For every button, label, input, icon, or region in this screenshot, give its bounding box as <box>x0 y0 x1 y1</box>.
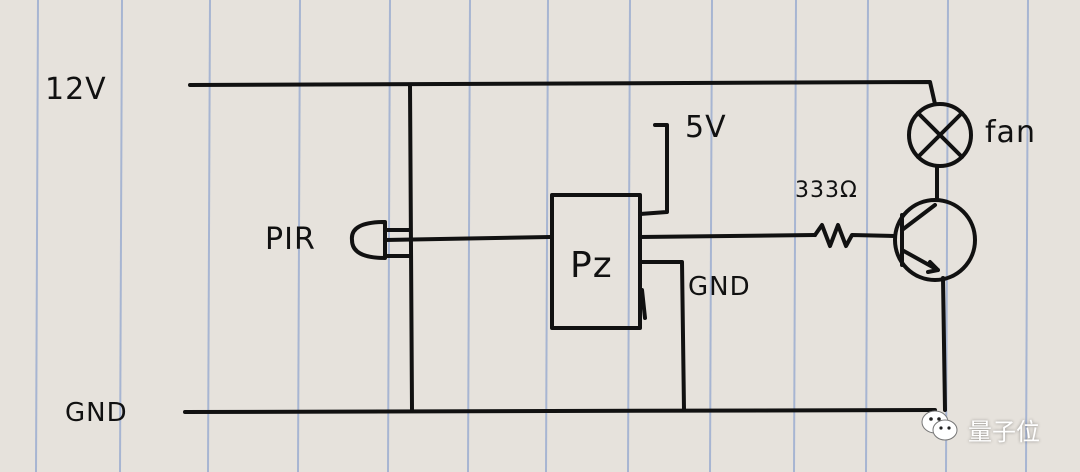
label-12v: 12V <box>45 72 107 107</box>
pir-sensor <box>349 220 387 260</box>
wire-pir-signal <box>383 235 552 242</box>
wire-output <box>638 233 817 239</box>
label-fan: fan <box>985 115 1036 150</box>
rail-12v <box>188 80 937 106</box>
fan-x <box>916 111 964 159</box>
wire-pz-gnd <box>638 260 686 412</box>
label-resistor: 333Ω <box>795 178 858 203</box>
watermark: 量子位 <box>920 408 1040 451</box>
rail-gnd <box>183 408 937 414</box>
transistor <box>893 198 977 282</box>
label-gnd-mid: GND <box>688 272 751 302</box>
wire-left-vertical <box>408 83 414 412</box>
label-gnd-left: GND <box>65 398 128 428</box>
wire-5v <box>638 123 669 216</box>
transistor-base <box>900 203 940 274</box>
label-pz: Pz <box>570 245 613 286</box>
paper-rules <box>35 0 1029 472</box>
label-pir: PIR <box>265 222 316 257</box>
watermark-text: 量子位 <box>968 419 1040 446</box>
wire-emitter <box>941 276 947 412</box>
fan <box>907 102 973 168</box>
resistor <box>813 223 897 248</box>
wechat-icon <box>920 408 960 451</box>
label-5v: 5V <box>685 110 727 145</box>
wire-pir <box>383 228 412 258</box>
